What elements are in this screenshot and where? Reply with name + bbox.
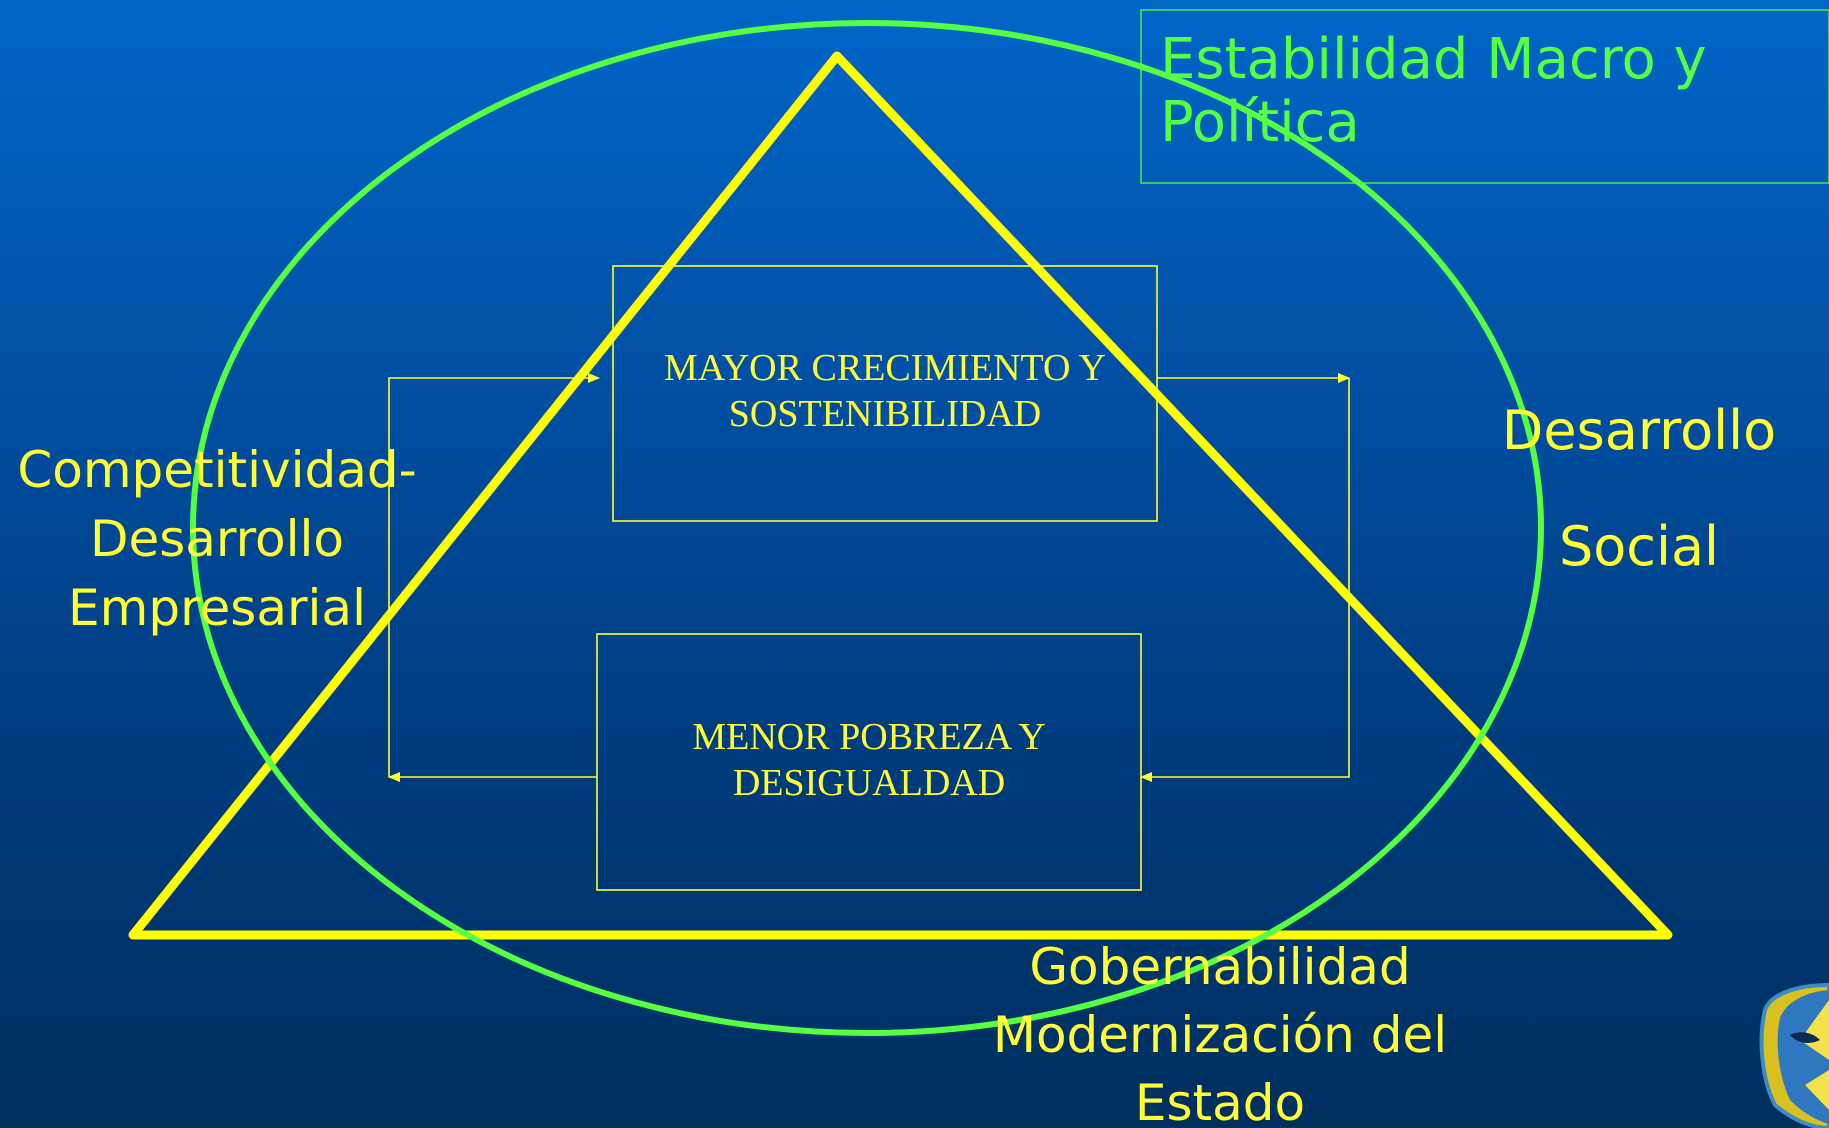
social-development-line2: Social <box>1558 515 1720 578</box>
poverty-box <box>596 633 1142 891</box>
connector-left-to-top <box>388 373 600 777</box>
stability-label: Estabilidad Macro y Política <box>1160 27 1707 156</box>
competitiveness-label: Competitividad- Desarrollo Empresarial <box>17 441 417 637</box>
connector-right-to-bottom <box>1140 378 1350 782</box>
stability-ellipse <box>190 20 1544 1036</box>
poverty-label: MENOR POBREZA Y DESIGUALDAD <box>692 716 1046 805</box>
social-development-line1: Desarrollo <box>1501 399 1777 462</box>
triangle <box>128 51 1673 940</box>
growth-label: MAYOR CRECIMIENTO Y SOSTENIBILIDAD <box>664 347 1106 436</box>
stability-box <box>1140 9 1829 184</box>
governance-label: Gobernabilidad Modernización del Estado <box>992 938 1448 1128</box>
logo-icon <box>1759 982 1829 1128</box>
